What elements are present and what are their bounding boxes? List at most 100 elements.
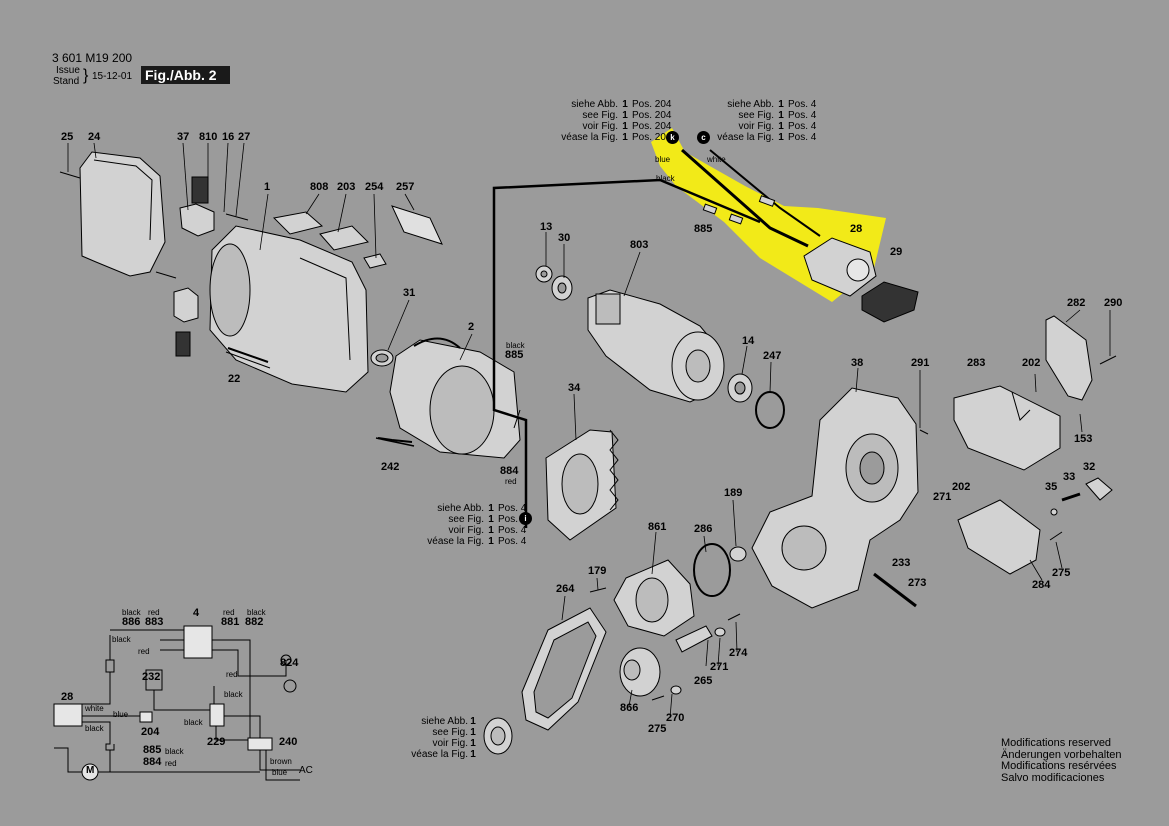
schematic-label: 884	[143, 756, 162, 768]
part-label: 22	[228, 373, 241, 385]
part-label: 283	[967, 357, 986, 369]
part-label: 16	[222, 131, 235, 143]
part-label: 884	[500, 465, 519, 477]
part-label: 35	[1045, 481, 1058, 493]
gear-housing-38	[751, 387, 919, 609]
schematic-wire-label: black	[85, 724, 104, 733]
part-label: 202	[1022, 357, 1041, 369]
cross-reference-bottom: siehe Abb.1 see Fig.1 voir Fig.1 véase l…	[411, 716, 476, 760]
part-label: 14	[742, 335, 755, 347]
schematic-label: 882	[245, 616, 264, 628]
schematic-wire-label: red	[223, 608, 235, 617]
part-label: 257	[396, 181, 415, 193]
schematic-label: 824	[280, 657, 299, 669]
schematic-label: 229	[207, 736, 226, 748]
schematic-label: 886	[122, 616, 141, 628]
brush-holder-16	[179, 203, 215, 237]
part-label: 1	[264, 181, 271, 193]
part-label: 885	[694, 223, 713, 235]
schematic-label: 885	[143, 744, 162, 756]
part-label: 2	[468, 321, 475, 333]
part-label: 275	[648, 723, 667, 735]
schematic-label: 881	[221, 616, 240, 628]
schematic-wire-label: red	[165, 759, 177, 768]
schematic-wire-label: red	[148, 608, 160, 617]
part-label: 153	[1074, 433, 1093, 445]
figure-label: Fig./Abb. 2	[141, 66, 230, 84]
part-label: 33	[1063, 471, 1076, 483]
part-label: 13	[540, 221, 553, 233]
part-label: 861	[648, 521, 667, 533]
marker-c: c	[697, 131, 710, 144]
part-label: 242	[381, 461, 400, 473]
issue-date: 15-12-01	[92, 71, 133, 82]
part-label: 254	[365, 181, 384, 193]
schematic-wire-label: red	[138, 647, 150, 656]
part-284	[957, 499, 1041, 575]
part-label: 803	[630, 239, 649, 251]
part-label: 286	[694, 523, 713, 535]
motor-symbol: M	[86, 765, 95, 776]
part-label: 282	[1067, 297, 1086, 309]
schematic-label: 204	[141, 726, 160, 738]
part-label: 32	[1083, 461, 1096, 473]
ac-supply-label: AC	[299, 765, 313, 776]
modifications-notice: Modifications reserved Änderungen vorbeh…	[1001, 737, 1122, 784]
schematic-wire-label: black	[224, 690, 243, 699]
brush-810	[191, 176, 209, 204]
o-ring-247	[755, 391, 785, 429]
part-label: 264	[556, 583, 575, 595]
part-label: 28	[850, 223, 863, 235]
part-label: 810	[199, 131, 218, 143]
schematic-wire-label: black	[112, 635, 131, 644]
schematic-label: 28	[61, 691, 74, 703]
part-label: 290	[1104, 297, 1123, 309]
part-label: 31	[403, 287, 416, 299]
part-label: 37	[177, 131, 190, 143]
wire-label-red-884: red	[505, 477, 517, 486]
wire-label-blue: blue	[655, 155, 671, 164]
schematic-wire-label: black	[165, 747, 184, 756]
part-label: 203	[337, 181, 356, 193]
part-label: 270	[666, 712, 685, 724]
wire-label-white: white	[707, 155, 726, 164]
wire-label-black-885: black	[506, 341, 525, 350]
part-label: 202	[952, 481, 971, 493]
schematic-label: 240	[279, 736, 298, 748]
part-label: 265	[694, 675, 713, 687]
issue-label: Issue	[56, 65, 80, 76]
part-label: 275	[1052, 567, 1071, 579]
part-label: 179	[588, 565, 607, 577]
cover-283	[953, 385, 1061, 471]
part-label: 274	[729, 647, 748, 659]
o-ring-286	[693, 543, 731, 597]
schematic-wire-label: blue	[272, 768, 288, 777]
part-label: 38	[851, 357, 864, 369]
doc-number: 3 601 M19 200	[52, 51, 133, 65]
schematic-label: 4	[193, 607, 200, 619]
part-label: 189	[724, 487, 743, 499]
schematic-wire-label: blue	[113, 710, 129, 719]
marker-k: k	[666, 131, 679, 144]
part-label: 34	[568, 382, 581, 394]
wiring-schematic	[53, 625, 300, 781]
part-label: 247	[763, 350, 782, 362]
part-label: 271	[933, 491, 952, 503]
schematic-wire-label: white	[85, 704, 104, 713]
part-label: 233	[892, 557, 911, 569]
part-label: 273	[908, 577, 927, 589]
marker-i: i	[519, 512, 532, 525]
part-label: 284	[1032, 579, 1051, 591]
part-label: 808	[310, 181, 329, 193]
schematic-wire-label: brown	[270, 757, 292, 766]
part-label: 866	[620, 702, 639, 714]
brace: }	[83, 67, 89, 84]
part-label: 27	[238, 131, 251, 143]
schematic-label: 232	[142, 671, 161, 683]
schematic-label: 883	[145, 616, 164, 628]
part-label: 29	[890, 246, 903, 258]
